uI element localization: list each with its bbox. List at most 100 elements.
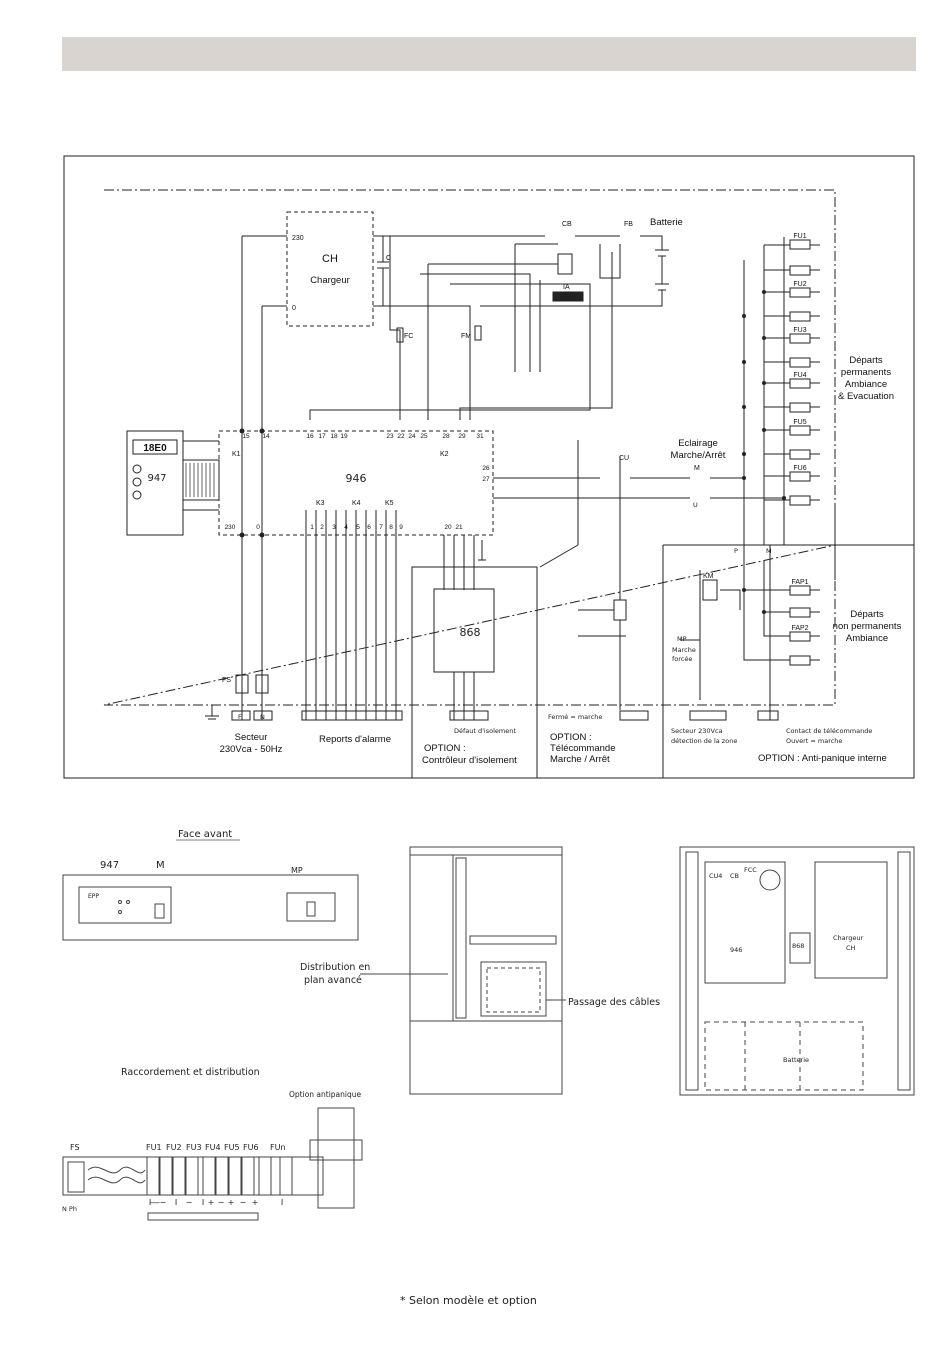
term-f1: F <box>238 713 242 721</box>
relay-k3: K3 <box>316 500 325 507</box>
opt-iso-1: OPTION : <box>424 743 466 754</box>
eclairage-1: Eclairage <box>678 438 718 449</box>
tt-25: 25 <box>420 433 428 440</box>
opt-tel-3: Marche / Arrêt <box>550 754 610 765</box>
mp-label: MP <box>677 635 687 643</box>
pol-6: − <box>218 1198 225 1207</box>
pol-10: I <box>281 1198 283 1207</box>
marche-forcee-2: forcée <box>672 655 692 663</box>
distribution-2: plan avancé <box>304 975 362 986</box>
racc-fu5: FU5 <box>224 1143 240 1152</box>
opt-tel-2: Télécommande <box>550 743 615 754</box>
int-cb: CB <box>730 872 739 880</box>
tt-23: 23 <box>386 433 394 440</box>
term-0: 0 <box>292 305 296 312</box>
int-ch: CH <box>846 944 856 952</box>
secteur-1: Secteur <box>235 732 268 743</box>
pol-5: + <box>208 1198 215 1207</box>
opt-iso-2: Contrôleur d'isolement <box>422 755 517 766</box>
racc-fun: FUn <box>270 1143 286 1152</box>
ferme-marche: Fermé = marche <box>548 713 602 721</box>
relay-m: M <box>694 465 700 472</box>
secteur-zone-2: détection de la zone <box>671 737 737 745</box>
relay-cb: CB <box>562 221 572 228</box>
tt-14: 14 <box>262 433 270 440</box>
face-avant-brand: EPP <box>88 893 99 900</box>
tb-2: 2 <box>320 524 324 531</box>
secteur-2: 230Vca - 50Hz <box>220 744 283 755</box>
int-fcc: FCC <box>744 866 757 874</box>
tt-29: 29 <box>458 433 466 440</box>
pol-9: + <box>252 1198 259 1207</box>
secteur-zone-1: Secteur 230Vca <box>671 727 723 735</box>
pol-0: I <box>149 1198 151 1207</box>
reports-alarme: Reports d'alarme <box>319 734 391 745</box>
fuse-fu3: FU3 <box>793 327 806 334</box>
fuse-fu4: FU4 <box>793 372 806 379</box>
pol-1: − <box>160 1198 167 1207</box>
fuse-fu1: FU1 <box>793 233 806 240</box>
int-868: 868 <box>792 942 804 950</box>
tt-19: 19 <box>340 433 348 440</box>
int-946: 946 <box>730 946 742 954</box>
fuse-fu6: FU6 <box>793 465 806 472</box>
pol-4: I <box>202 1198 204 1207</box>
relay-k5: K5 <box>385 500 394 507</box>
contact-tel-2: Ouvert = marche <box>786 737 842 745</box>
module-947: 947 <box>147 473 166 484</box>
tb-4: 4 <box>344 524 348 531</box>
raccordement-title: Raccordement et distribution <box>121 1067 260 1078</box>
relay-cu: CU <box>619 455 629 462</box>
tt-22: 22 <box>397 433 405 440</box>
tb-0: 0 <box>256 524 260 531</box>
racc-fu2: FU2 <box>166 1143 182 1152</box>
tt-18: 18 <box>330 433 338 440</box>
tt-31: 31 <box>476 433 484 440</box>
tt-27: 27 <box>482 476 490 483</box>
contact-tel-1: Contact de télécommande <box>786 727 872 735</box>
relay-km: KM <box>703 573 714 580</box>
fs-label: FS <box>222 677 231 684</box>
opt-antipanique: OPTION : Anti-panique interne <box>758 753 887 764</box>
relay-fc: FC <box>404 333 413 340</box>
pol-3: − <box>186 1198 193 1207</box>
tt-16: 16 <box>306 433 314 440</box>
departs-perm-1: Départs <box>849 355 883 366</box>
departs-perm-3: Ambiance <box>845 379 887 390</box>
tb-20: 20 <box>444 524 452 531</box>
tb-6: 6 <box>367 524 371 531</box>
tt-17: 17 <box>318 433 326 440</box>
ch-code: CH <box>322 253 338 265</box>
fuse-fap2: FAP2 <box>791 625 808 632</box>
racc-fs: FS <box>70 1143 80 1152</box>
term-n: N <box>260 713 265 721</box>
tb-1: 1 <box>310 524 314 531</box>
relay-k4: K4 <box>352 500 361 507</box>
footnote: * Selon modèle et option <box>400 1294 537 1307</box>
display-readout: 18E0 <box>143 443 167 454</box>
term-m: M <box>766 547 772 555</box>
module-946: 946 <box>346 472 367 485</box>
tb-9: 9 <box>399 524 403 531</box>
int-batterie: Batterie <box>783 1056 809 1064</box>
departs-np-3: Ambiance <box>846 633 888 644</box>
relay-c: C <box>386 255 391 262</box>
pol-8: − <box>240 1198 247 1207</box>
fuse-fu2: FU2 <box>793 281 806 288</box>
fuse-fap1: FAP1 <box>791 579 808 586</box>
racc-fu6: FU6 <box>243 1143 259 1152</box>
racc-fu3: FU3 <box>186 1143 202 1152</box>
svg-text:—: — <box>151 1197 160 1207</box>
eclairage-2: Marche/Arrêt <box>671 450 726 461</box>
fuse-fu5: FU5 <box>793 419 806 426</box>
tb-5: 5 <box>356 524 360 531</box>
page-header-bar <box>62 37 916 71</box>
departs-perm-4: & Evacuation <box>838 391 894 402</box>
departs-perm-2: permanents <box>841 367 891 378</box>
relay-k2: K2 <box>440 451 449 458</box>
int-chargeur: Chargeur <box>833 934 863 942</box>
tb-8: 8 <box>389 524 393 531</box>
passage-cables: Passage des câbles <box>568 997 660 1008</box>
term-u: U <box>693 501 698 509</box>
